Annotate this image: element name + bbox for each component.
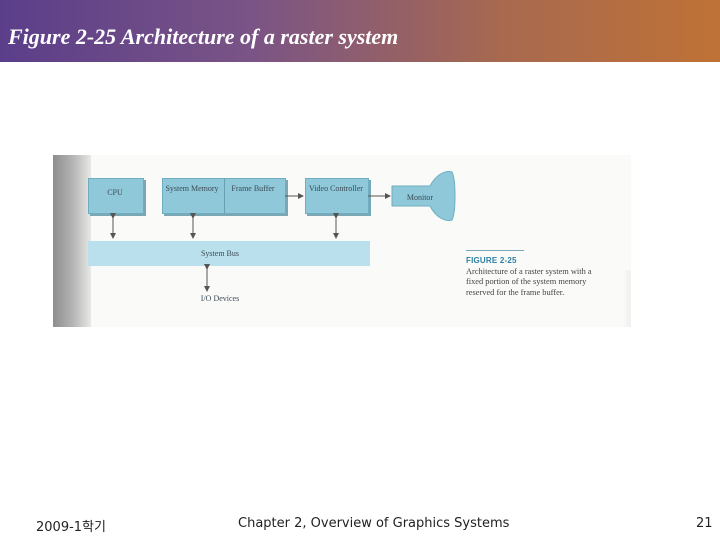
io-devices-label: I/O Devices [200,294,240,303]
cpu-box [88,178,144,214]
frame-buffer-label: Frame Buffer [231,184,275,193]
monitor-label: Monitor [406,193,434,202]
scan-edge [623,270,631,327]
footer-page-number: 21 [696,516,713,531]
memory-divider [224,179,225,213]
figure-caption: Architecture of a raster system with a f… [466,267,592,297]
figure-number: FIGURE 2-25 [466,256,517,265]
footer-chapter: Chapter 2, Overview of Graphics Systems [238,516,510,531]
scan-binding-shadow [53,155,91,327]
video-controller-label: Video Controller [309,184,363,193]
slide-title: Figure 2-25 Architecture of a raster sys… [8,24,399,49]
system-bus-bar [88,241,370,266]
system-bus-label: System Bus [200,249,239,258]
cpu-label: CPU [107,188,123,197]
title-bar: Figure 2-25 Architecture of a raster sys… [0,0,720,62]
caption-rule [466,250,524,251]
system-memory-label: System Memory [165,184,219,193]
footer-semester: 2009-1학기 [36,520,106,535]
